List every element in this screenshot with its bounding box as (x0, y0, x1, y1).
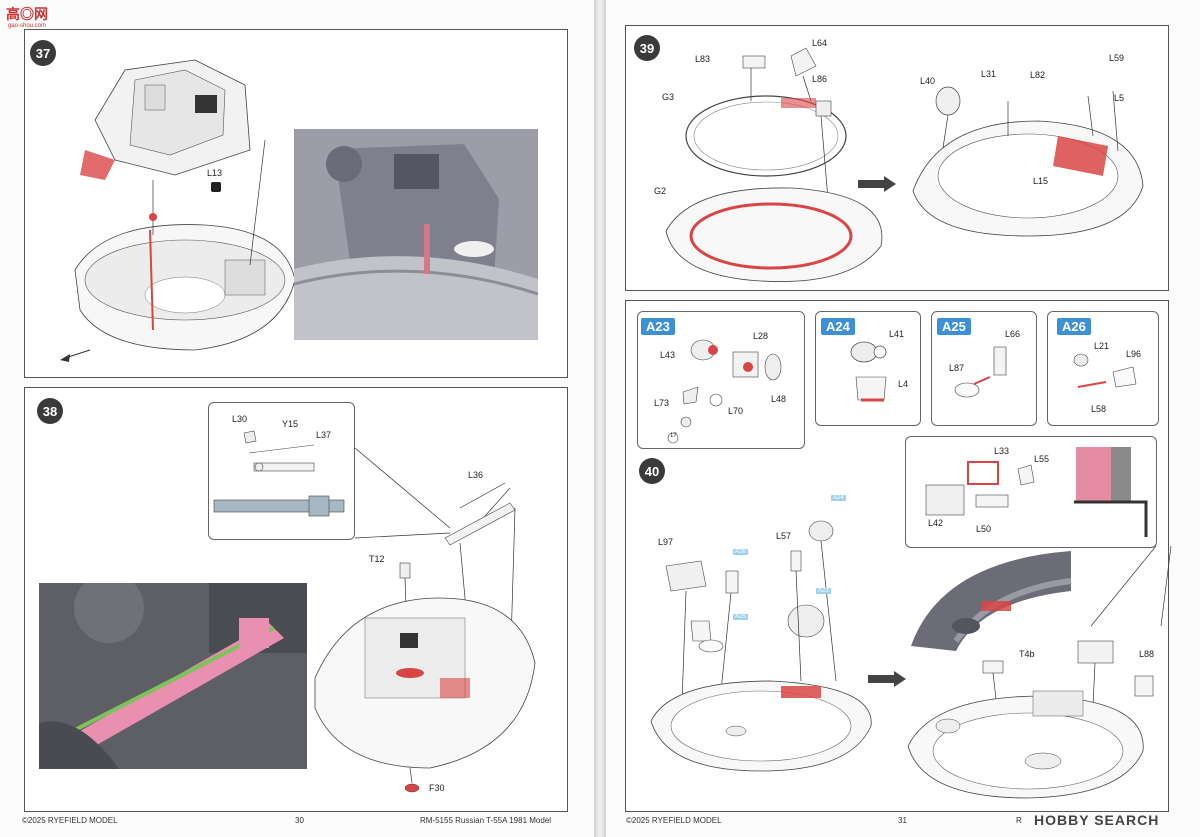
part-label-l70: L70 (728, 406, 744, 416)
step-40-badge: 40 (639, 458, 665, 484)
part-label-t4b: T4b (1019, 649, 1035, 659)
step-38-badge: 38 (37, 398, 63, 424)
part-label-l59: L59 (1109, 53, 1125, 63)
next-step-arrow-39 (858, 176, 896, 192)
part-label-l37: L37 (316, 430, 332, 440)
site-logo: 高◎网 (6, 6, 48, 22)
part-label-l50: L50 (976, 524, 992, 534)
part-label-l40: L40 (920, 76, 936, 86)
part-label-l15: L15 (1033, 176, 1049, 186)
right-footer-page-number: 31 (898, 816, 907, 825)
part-label-l48: L48 (771, 394, 787, 404)
left-footer-copyright: ©2025 RYEFIELD MODEL (22, 816, 118, 825)
part-label-l58: L58 (1091, 404, 1107, 414)
turret-assembly-drawing-37 (60, 59, 296, 362)
part-label-l5: L5 (1114, 93, 1125, 103)
part-label-l33: L33 (994, 446, 1010, 456)
part-label-l13: L13 (207, 168, 223, 178)
part-label-l41: L41 (889, 329, 905, 339)
subassembly-a26: A26 L21 L96 L58 (1047, 311, 1159, 426)
step-37-reference-photo (294, 129, 538, 340)
turret-ring-drawing-39 (912, 86, 1144, 237)
part-label-f30: F30 (429, 783, 445, 793)
part-label-l28: L28 (753, 331, 769, 341)
ref-tag-a25: A25 (733, 614, 748, 620)
glue-icon (211, 182, 221, 192)
book-gutter (594, 0, 606, 837)
left-page: 高◎网 gao-shou.com 37 L13 (0, 0, 594, 837)
part-label-l96: L96 (1126, 349, 1142, 359)
step-38-detail-inset: L30 Y15 L37 (208, 402, 355, 540)
part-label-l43: L43 (660, 350, 676, 360)
circle-ref-17: 17 (670, 433, 677, 439)
inset-callout-lines (354, 447, 451, 539)
part-label-l87: L87 (949, 363, 965, 373)
subassembly-a23-tag: A23 (641, 318, 675, 335)
part-label-l66: L66 (1005, 329, 1021, 339)
part-label-l30: L30 (232, 414, 248, 424)
ref-tag-a24: A24 (831, 495, 846, 501)
subassembly-a24: A24 L41 L4 (815, 311, 921, 426)
step-38-reference-photo (39, 583, 307, 769)
subassembly-a25-tag: A25 (937, 318, 971, 335)
part-label-l82: L82 (1030, 70, 1046, 80)
ref-tag-a26: A26 (733, 549, 748, 555)
turret-floor-final-drawing-40 (907, 640, 1154, 799)
part-label-l83: L83 (695, 54, 711, 64)
part-label-l88: L88 (1139, 649, 1155, 659)
right-page: 39 L83 L64 L86 G3 G2 (606, 0, 1200, 837)
subassembly-a25: A25 L66 L87 (931, 311, 1037, 426)
step-38-panel: 38 L30 Y15 L37 (24, 387, 568, 812)
step-40-close-up (911, 551, 1072, 651)
part-label-l42: L42 (928, 518, 944, 528)
part-label-t12: T12 (369, 554, 385, 564)
step-40-panel: A23 L28 L43 L48 L73 L70 17 A24 (625, 300, 1172, 812)
part-label-g3: G3 (662, 92, 675, 102)
next-step-arrow-40 (868, 671, 906, 687)
part-label-l21: L21 (1094, 341, 1110, 351)
close-up-callout-lines (1090, 545, 1172, 627)
part-label-l73: L73 (654, 398, 670, 408)
hobby-search-watermark: HOBBY SEARCH (1034, 812, 1160, 828)
step-40-detail-inset: L33 L55 L42 L50 (905, 436, 1157, 548)
part-label-l4: L4 (898, 379, 909, 389)
part-label-l57: L57 (776, 531, 792, 541)
part-label-l97: L97 (658, 537, 674, 547)
turret-floor-drawing-40 (650, 520, 872, 772)
part-label-l31: L31 (981, 69, 997, 79)
ref-tag-a23: A23 (816, 588, 831, 594)
part-label-l86: L86 (812, 74, 828, 84)
step-37-panel: 37 L13 (24, 29, 568, 378)
subassembly-a23: A23 L28 L43 L48 L73 L70 17 (637, 311, 805, 449)
part-label-y15: Y15 (282, 419, 299, 429)
subassembly-a24-tag: A24 (821, 318, 855, 335)
right-footer-copyright: ©2025 RYEFIELD MODEL (626, 816, 722, 825)
right-footer-kit-title: R (1016, 816, 1022, 825)
step-39-panel: 39 L83 L64 L86 G3 G2 (625, 25, 1169, 291)
turret-assembly-drawing-38 (314, 482, 536, 793)
part-label-l64: L64 (812, 38, 828, 48)
part-label-g2: G2 (654, 186, 667, 196)
left-footer-page-number: 30 (295, 816, 304, 825)
part-label-l36: L36 (468, 470, 484, 480)
site-logo-sub: gao-shou.com (8, 23, 47, 29)
part-label-l55: L55 (1034, 454, 1050, 464)
subassembly-a26-tag: A26 (1057, 318, 1091, 335)
step-37-badge: 37 (30, 40, 56, 66)
ring-assembly-drawing-39 (665, 47, 883, 282)
step-39-badge: 39 (634, 35, 660, 61)
left-footer-kit-title: RM-5155 Russian T-55A 1981 Model (420, 816, 552, 825)
